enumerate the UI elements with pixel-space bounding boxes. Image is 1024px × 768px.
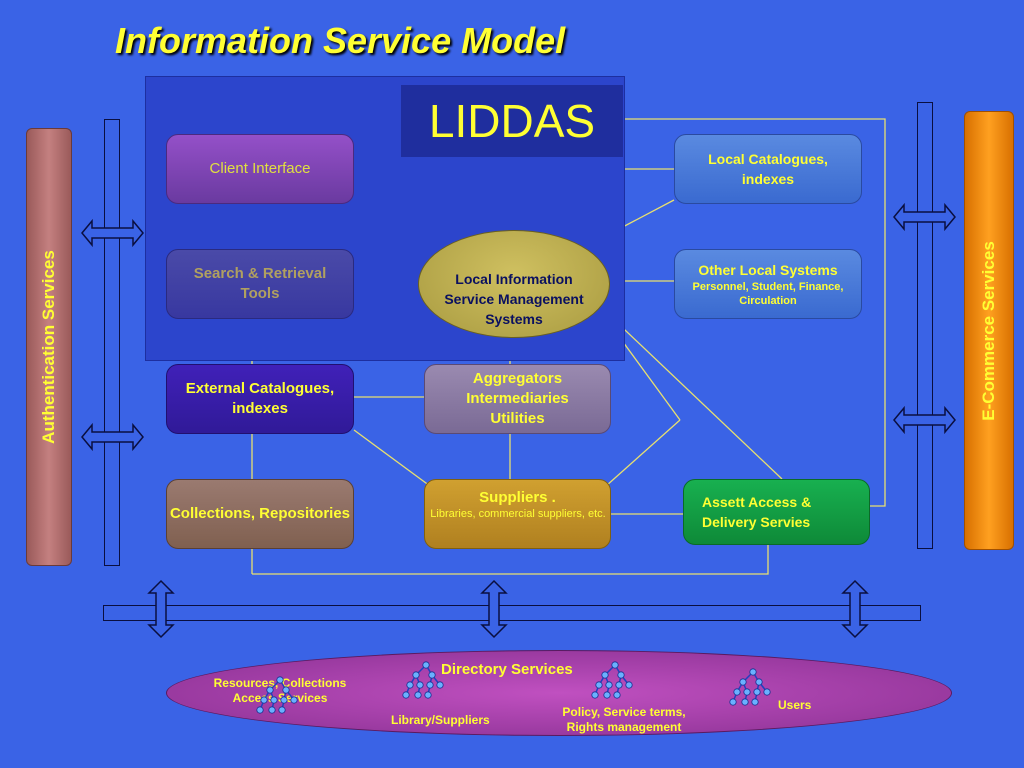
local-information-service-label: Local Information Service Management Sys… xyxy=(444,271,584,327)
local-catalogues-box[interactable]: Local Catalogues, indexes xyxy=(674,134,862,204)
tree-icon xyxy=(256,676,298,714)
search-retrieval-tools-box[interactable]: Search & Retrieval Tools xyxy=(166,249,354,319)
users-label: Users xyxy=(778,698,812,712)
double-arrow-icon xyxy=(147,579,175,639)
suppliers-label: Suppliers . xyxy=(479,489,556,506)
double-arrow-icon xyxy=(81,218,144,248)
other-local-systems-sub: Personnel, Student, Finance, Circulation xyxy=(692,281,844,307)
asset-access-delivery-box[interactable]: Assett Access & Delivery Servies xyxy=(683,479,870,545)
bottom-rail xyxy=(103,605,921,621)
policy-service-terms-label: Policy, Service terms, Rights management xyxy=(562,705,686,734)
client-interface-label: Client Interface xyxy=(209,160,311,177)
double-arrow-icon xyxy=(841,579,869,639)
tree-icon xyxy=(591,661,633,699)
aggregators-label: Aggregators Intermediaries Utilities xyxy=(466,370,569,427)
library-suppliers-label: Library/Suppliers xyxy=(391,713,490,727)
double-arrow-icon xyxy=(480,579,508,639)
other-local-systems-box[interactable]: Other Local Systems Personnel, Student, … xyxy=(674,249,862,319)
liddas-label: LIDDAS xyxy=(401,85,623,157)
suppliers-sub-label: Libraries, commercial suppliers, etc. xyxy=(430,508,606,520)
client-interface-box[interactable]: Client Interface xyxy=(166,134,354,204)
other-local-systems-label: Other Local Systems xyxy=(698,262,838,278)
collections-repositories-label: Collections, Repositories xyxy=(169,505,351,522)
directory-services-title: Directory Services xyxy=(441,661,573,678)
collections-repositories-box[interactable]: Collections, Repositories xyxy=(166,479,354,549)
local-catalogues-label: Local Catalogues, indexes xyxy=(708,151,828,187)
double-arrow-icon xyxy=(81,422,144,452)
aggregators-box[interactable]: Aggregators Intermediaries Utilities xyxy=(424,364,611,434)
external-catalogues-box[interactable]: External Catalogues, indexes xyxy=(166,364,354,434)
page-title: Information Service Model xyxy=(115,20,566,61)
e-commerce-services-bar[interactable]: E-Commerce Services xyxy=(964,111,1014,550)
search-retrieval-tools-label: Search & Retrieval Tools xyxy=(193,265,327,302)
suppliers-box[interactable]: Suppliers . xyxy=(424,479,611,549)
tree-icon xyxy=(729,668,771,706)
double-arrow-icon xyxy=(893,202,956,232)
local-information-service-ellipse[interactable]: Local Information Service Management Sys… xyxy=(418,230,610,338)
external-catalogues-label: External Catalogues, indexes xyxy=(185,380,335,417)
asset-access-delivery-label: Assett Access & Delivery Servies xyxy=(702,494,812,530)
authentication-services-bar[interactable]: Authentication Services xyxy=(26,128,72,566)
directory-services-ellipse[interactable] xyxy=(166,650,952,736)
double-arrow-icon xyxy=(893,405,956,435)
tree-icon xyxy=(402,661,444,699)
